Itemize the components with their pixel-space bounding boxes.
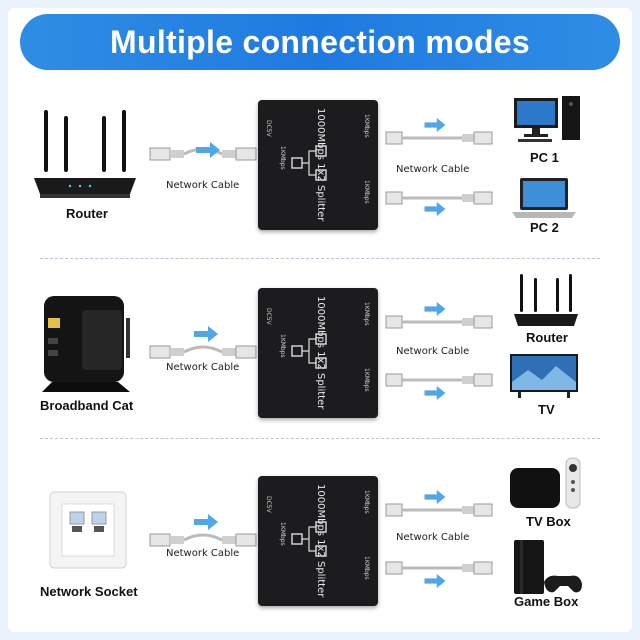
split-diagram-icon	[291, 333, 327, 369]
source-label: Router	[66, 206, 108, 221]
output-cable-1	[385, 131, 493, 145]
arrow-icon	[424, 386, 446, 400]
arrow-icon	[424, 574, 446, 588]
tv-icon	[510, 354, 578, 398]
game-console-icon	[514, 540, 582, 594]
output-cable-2	[385, 561, 493, 575]
cable-label: Network Cable	[166, 180, 240, 191]
tv-box-icon	[510, 457, 581, 509]
splitter-port-label: 1KMbps	[363, 114, 370, 138]
output-label: PC 1	[530, 150, 559, 165]
arrow-icon	[196, 142, 220, 158]
network-socket-icon	[49, 491, 127, 569]
split-diagram-icon	[291, 521, 327, 557]
splitter-port-label: 1KMbps	[363, 368, 370, 392]
splitter-port-label: 1KMbps	[279, 334, 286, 358]
router-icon	[514, 274, 578, 326]
output-cable-1	[385, 315, 493, 329]
row-divider-1	[40, 258, 600, 259]
row-socket-mode: Network Socket Network Cable 1000Mbps 1x…	[0, 450, 640, 630]
split-diagram-icon	[291, 145, 327, 181]
desktop-pc-icon	[514, 96, 580, 142]
source-label: Broadband Cat	[40, 398, 134, 413]
splitter-port-label: 1KMbps	[363, 556, 370, 580]
output-label: Router	[526, 330, 568, 345]
output-label: TV Box	[526, 514, 571, 529]
modem-icon	[42, 296, 130, 392]
splitter-port-label: 1KMbps	[279, 146, 286, 170]
arrow-icon	[424, 118, 446, 132]
cable-label: Network Cable	[166, 362, 240, 373]
splitter-port-label: 1KMbps	[363, 490, 370, 514]
splitter-power-label: DC5V	[265, 120, 272, 137]
arrow-icon	[194, 326, 218, 342]
output-label: PC 2	[530, 220, 559, 235]
output-cable-2	[385, 191, 493, 205]
splitter-power-label: DC5V	[265, 308, 272, 325]
output-label: TV	[538, 402, 555, 417]
arrow-icon	[424, 302, 446, 316]
router-icon	[34, 110, 136, 198]
splitter-port-label: 1KMbps	[279, 522, 286, 546]
network-splitter: 1000Mbps 1x2 Splitter DC5V 1KMbps 1KMbps…	[258, 476, 378, 606]
cable-label: Network Cable	[166, 548, 240, 559]
laptop-icon	[512, 178, 576, 218]
input-cable	[149, 345, 257, 359]
arrow-icon	[424, 490, 446, 504]
cable-label: Network Cable	[396, 532, 470, 543]
input-cable	[149, 147, 257, 161]
output-label: Game Box	[514, 594, 579, 609]
cable-label: Network Cable	[396, 164, 470, 175]
row-divider-2	[40, 438, 600, 439]
splitter-port-label: 1KMbps	[363, 180, 370, 204]
page-title: Multiple connection modes	[20, 14, 620, 70]
input-cable	[149, 533, 257, 547]
output-cable-1	[385, 503, 493, 517]
network-splitter: 1000Mbps 1x2 Splitter DC5V 1KMbps 1KMbps…	[258, 288, 378, 418]
source-label: Network Socket	[40, 584, 138, 599]
network-splitter: 1000Mbps 1x2 Splitter DC5V 1KMbps 1KMbps…	[258, 100, 378, 230]
arrow-icon	[194, 514, 218, 530]
arrow-icon	[424, 202, 446, 216]
output-cable-2	[385, 373, 493, 387]
row-modem-mode: Broadband Cat Network Cable 1000Mbps 1x2…	[0, 268, 640, 448]
cable-label: Network Cable	[396, 346, 470, 357]
row-router-mode: Router Network Cable 1000Mbps 1x2 Splitt…	[0, 88, 640, 268]
splitter-power-label: DC5V	[265, 496, 272, 513]
splitter-port-label: 1KMbps	[363, 302, 370, 326]
